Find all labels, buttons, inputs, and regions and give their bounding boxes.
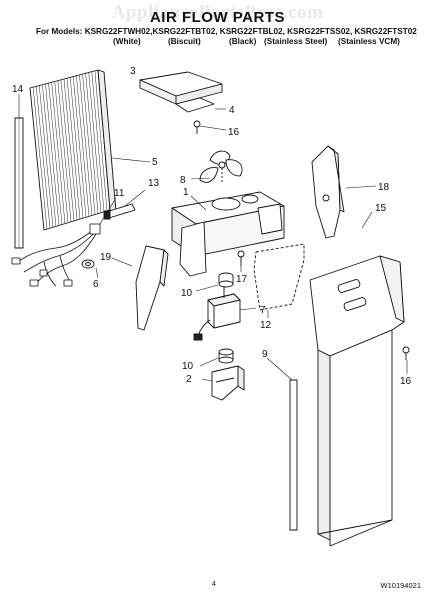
callout-3: 3 bbox=[130, 66, 136, 77]
callout-15: 15 bbox=[375, 203, 387, 214]
cover-rib bbox=[82, 74, 96, 215]
cover-rib bbox=[48, 83, 63, 225]
part-18-right-duct bbox=[311, 145, 345, 239]
color-black: (Black) bbox=[229, 37, 257, 46]
callout-10-lower: 10 bbox=[182, 361, 194, 372]
cover-rib bbox=[32, 87, 48, 230]
callout-9: 9 bbox=[262, 349, 268, 360]
cover-rib bbox=[73, 76, 87, 218]
callout-labels: 14 4 16 5 13 11 8 1 18 15 19 6 17 10 7 1… bbox=[12, 66, 412, 387]
cover-rib bbox=[85, 73, 99, 214]
document-number: W10194021 bbox=[380, 581, 421, 590]
cover-rib bbox=[35, 86, 51, 229]
cover-rib bbox=[66, 78, 81, 220]
color-white: (White) bbox=[113, 37, 141, 46]
callout-10-upper: 10 bbox=[181, 288, 193, 299]
part-16-screw-lower bbox=[402, 346, 410, 360]
color-biscuit: (Biscuit) bbox=[168, 37, 201, 46]
callout-14: 14 bbox=[12, 84, 24, 95]
callout-2: 2 bbox=[186, 374, 192, 385]
part-10-grommet-upper bbox=[218, 272, 234, 288]
cover-rib bbox=[60, 79, 75, 221]
cover-rib bbox=[76, 75, 90, 217]
cover-rib bbox=[54, 81, 69, 223]
cover-rib bbox=[42, 84, 57, 227]
models-prefix: For Models: bbox=[36, 27, 83, 36]
part-5-evaporator-cover bbox=[29, 69, 117, 231]
callout-17: 17 bbox=[236, 274, 248, 285]
callout-6: 6 bbox=[93, 279, 99, 290]
part-15-duct-cover bbox=[309, 255, 405, 547]
part-6-grommet bbox=[81, 259, 95, 269]
callout-4: 4 bbox=[229, 105, 235, 116]
part-11-wiring-harness bbox=[11, 223, 101, 287]
part-9-strip bbox=[289, 379, 298, 531]
page-title: AIR FLOW PARTS bbox=[149, 9, 286, 26]
cover-rib bbox=[94, 70, 108, 211]
cover-rib bbox=[69, 77, 84, 219]
page-number: 4 bbox=[212, 581, 216, 588]
part-10-grommet-lower bbox=[218, 348, 234, 364]
part-13-connector bbox=[103, 203, 136, 220]
models-list: KSRG22FTWH02,KSRG22FTBT02, KSRG22FTBL02,… bbox=[84, 27, 417, 36]
cover-rib bbox=[79, 74, 93, 216]
models-line: For Models: KSRG22FTWH02,KSRG22FTBT02, K… bbox=[36, 27, 417, 36]
cover-rib bbox=[39, 85, 54, 228]
part-14-strip bbox=[14, 117, 24, 249]
color-stainless-vcm: (Stainless VCM) bbox=[338, 37, 400, 46]
cover-rib bbox=[51, 82, 66, 224]
callout-5: 5 bbox=[152, 157, 158, 168]
part-16-screw-top bbox=[193, 120, 201, 134]
callout-8: 8 bbox=[180, 175, 186, 186]
callout-11: 11 bbox=[114, 188, 125, 199]
callout-19: 19 bbox=[100, 252, 112, 263]
part-19-duct bbox=[135, 245, 169, 331]
cover-rib bbox=[91, 71, 105, 212]
part-8-fan-blade bbox=[199, 150, 243, 184]
part-1-fan-housing bbox=[171, 191, 285, 277]
watermark: AppliancePartsPros.com bbox=[111, 2, 324, 23]
leader-lines bbox=[18, 94, 408, 382]
callout-13: 13 bbox=[148, 178, 160, 189]
part-3-top-bracket bbox=[139, 71, 223, 113]
part-12-baffle bbox=[253, 243, 305, 311]
part-7-fan-motor bbox=[193, 286, 241, 341]
part-17-screw bbox=[237, 250, 245, 266]
callout-12: 12 bbox=[260, 320, 272, 331]
color-stainless-steel: (Stainless Steel) bbox=[264, 37, 328, 46]
cover-rib bbox=[63, 78, 78, 221]
callout-7: 7 bbox=[260, 305, 266, 316]
callout-16-top: 16 bbox=[228, 127, 240, 138]
cover-rib bbox=[45, 83, 60, 226]
callout-18: 18 bbox=[378, 182, 390, 193]
cover-rib bbox=[57, 80, 72, 222]
callout-1: 1 bbox=[183, 187, 189, 198]
cover-rib bbox=[88, 72, 102, 213]
part-2-motor-bracket bbox=[211, 365, 245, 401]
callout-16-lower: 16 bbox=[400, 376, 412, 387]
